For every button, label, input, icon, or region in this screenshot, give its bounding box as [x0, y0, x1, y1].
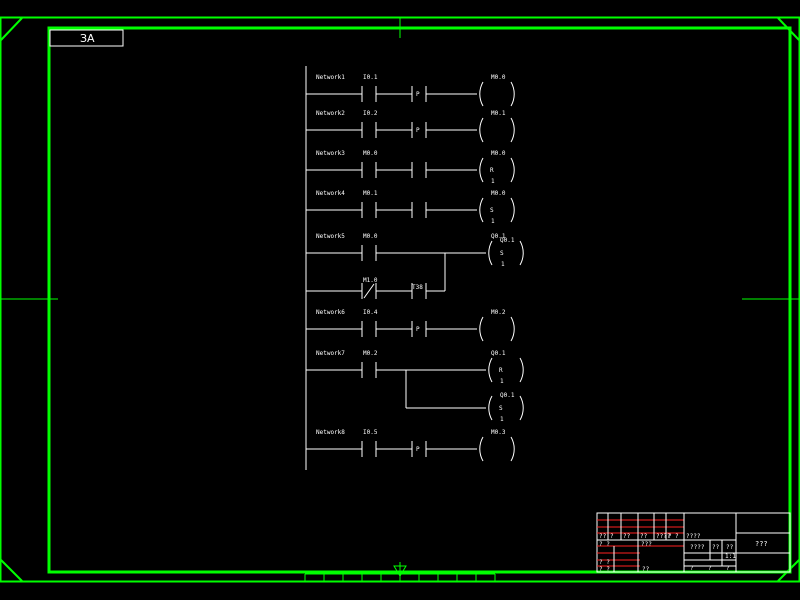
network-label: Network5 [316, 233, 345, 240]
p-label: P [416, 446, 420, 453]
title-header-cell: ? [610, 533, 614, 540]
network-label: Network3 [316, 150, 345, 157]
p-label: P [416, 91, 420, 98]
coil-address: M0.0 [491, 190, 506, 197]
title-cell: ??? [641, 541, 652, 548]
coil-address: M0.0 [491, 74, 506, 81]
coil2-count: 1 [500, 416, 504, 423]
network-label: Network4 [316, 190, 345, 197]
title-cell: ? [690, 565, 694, 572]
rung-3: Network3 M0.0 M0.0R 1 [306, 150, 515, 185]
network-label: Network7 [316, 350, 345, 357]
network-label: Network8 [316, 429, 345, 436]
coil-left-arc [479, 81, 484, 107]
coil-left-arc [479, 316, 484, 342]
title-cell: ? ? [599, 559, 610, 566]
contact-address: I0.1 [363, 74, 378, 81]
title-cell: ???? [690, 544, 705, 551]
coil2-address: Q0.1 [500, 392, 515, 399]
coil-right-arc [510, 316, 515, 342]
coil-instruction: S [490, 207, 494, 214]
coil-address-branch: Q0.1 [500, 237, 515, 244]
coil-right-arc [510, 81, 515, 107]
coil-instruction: R [490, 167, 494, 174]
corner-code: ЗА [80, 32, 95, 45]
title-cell: ?? [712, 544, 720, 551]
coil-count: 1 [500, 378, 504, 385]
scale-value: 1:1 [725, 553, 736, 560]
contact-address: M0.0 [363, 233, 378, 240]
title-cell: ? [726, 565, 730, 572]
coil-right-arc [519, 395, 524, 421]
title-header-cell: ???? [686, 533, 701, 540]
coil-address: Q0.1 [491, 350, 506, 357]
coil-left-arc [479, 197, 484, 223]
coil-left-arc [488, 357, 493, 383]
coil-address: M0.3 [491, 429, 506, 436]
network-label: Network1 [316, 74, 345, 81]
coil-address: M0.0 [491, 150, 506, 157]
title-block: ?????????????????? ????????????1:1? ?? ?… [596, 512, 791, 573]
coil-instruction: R [499, 367, 503, 374]
coil-left-arc [479, 117, 484, 143]
coil-left-arc [479, 157, 484, 183]
coil2-instruction: S [499, 405, 503, 412]
coil-address: M0.2 [491, 309, 506, 316]
coil-right-arc [519, 240, 524, 266]
p-label: P [416, 326, 420, 333]
contact-address: I0.5 [363, 429, 378, 436]
coil-left-arc [479, 436, 484, 462]
coil-right-arc [510, 157, 515, 183]
coil-count: 1 [491, 218, 495, 225]
rung-4: Network4 M0.1 M0.0S 1 [306, 190, 515, 225]
title-header-cell: ?? [640, 533, 648, 540]
rung-2: Network2 I0.2 M0.1P [306, 110, 515, 143]
coil-right-arc [519, 357, 524, 383]
coil-address: M0.1 [491, 110, 506, 117]
title-header-cell: ? [668, 533, 672, 540]
network-label: Network2 [316, 110, 345, 117]
coil-address: Q0.1 [491, 233, 506, 240]
drawing-name: ??? [755, 540, 768, 548]
branch-contact-address: M1.0 [363, 277, 378, 284]
network-label: Network6 [316, 309, 345, 316]
rung-8: Network8 I0.5 M0.3P [306, 429, 515, 462]
coil-left-arc [488, 395, 493, 421]
title-cell: ?? [726, 544, 734, 551]
coil-right-arc [510, 117, 515, 143]
coil-instruction: S [500, 250, 504, 257]
rung-6: Network6 I0.4 M0.2P [306, 309, 515, 342]
coil-right-arc [510, 197, 515, 223]
contact-address: I0.2 [363, 110, 378, 117]
contact-address: I0.4 [363, 309, 378, 316]
contact-address: M0.1 [363, 190, 378, 197]
title-cell: ? ? [599, 566, 610, 573]
p-label: P [416, 127, 420, 134]
rung-1: Network1 I0.1 M0.0P [306, 74, 515, 107]
title-cell: ? ? [599, 541, 610, 548]
contact-address: M0.2 [363, 350, 378, 357]
title-header-cell: ???? [656, 533, 671, 540]
title-cell: ? [708, 565, 712, 572]
corner-code-box: ЗА [49, 29, 124, 47]
coil-left-arc [488, 240, 493, 266]
coil-count: 1 [491, 178, 495, 185]
title-header-cell: ?? [623, 533, 631, 540]
coil-count: 1 [501, 261, 505, 268]
contact-address: M0.0 [363, 150, 378, 157]
branch-timer-address: T38 [412, 284, 423, 291]
title-header-cell: ? [675, 533, 679, 540]
title-header-cell: ?? [599, 533, 607, 540]
coil-right-arc [510, 436, 515, 462]
title-cell: ?? [642, 566, 650, 573]
contact-slash [363, 283, 375, 299]
